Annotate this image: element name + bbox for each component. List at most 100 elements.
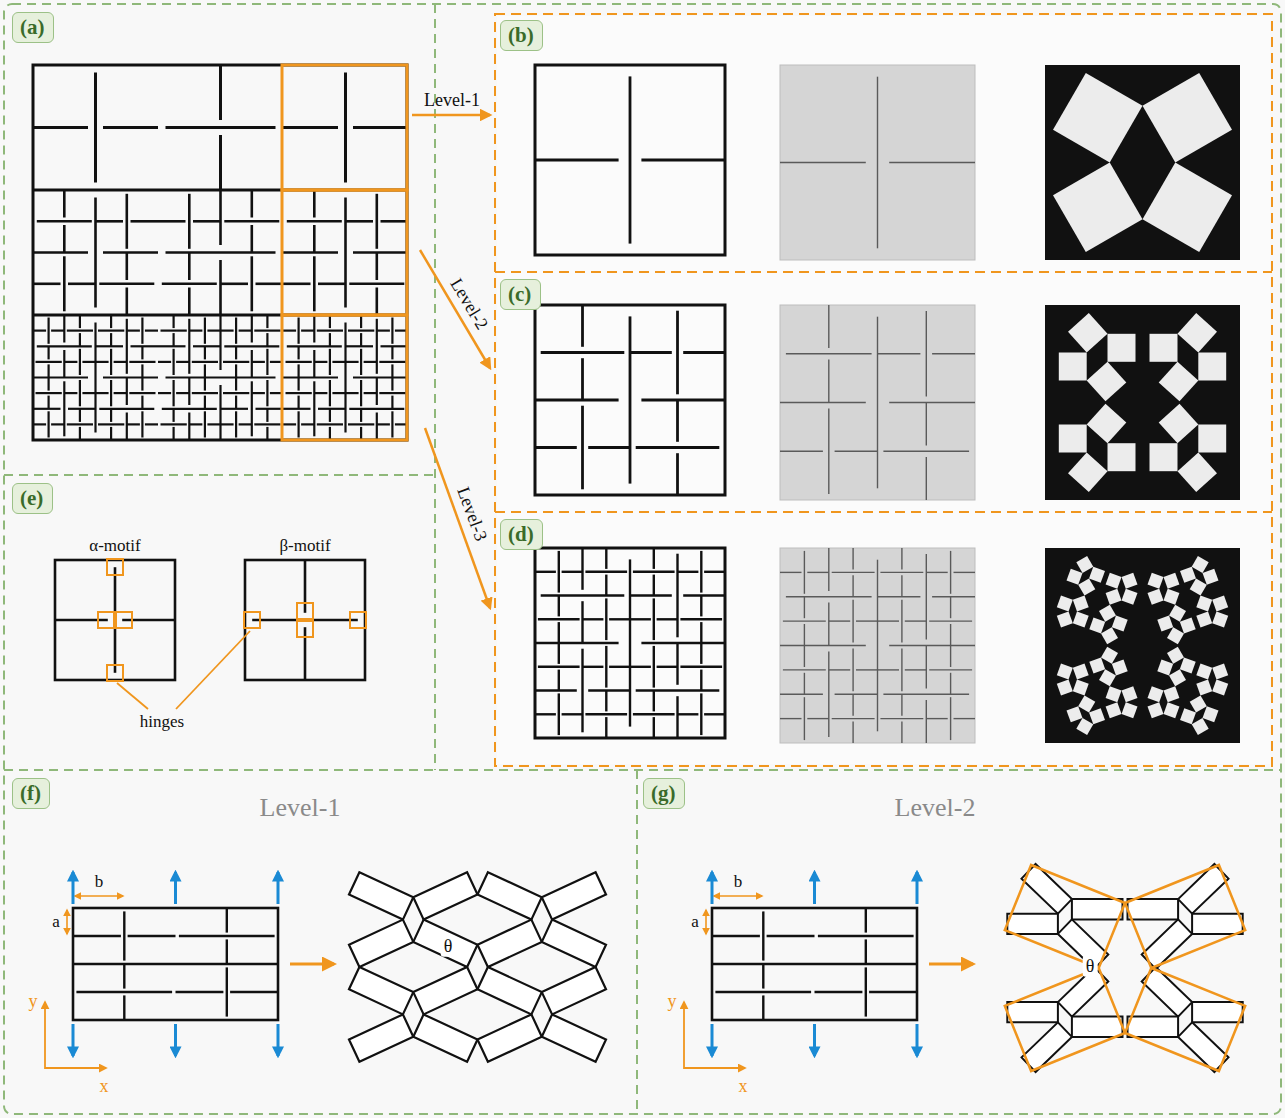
cut-line bbox=[954, 718, 976, 719]
paper-photo bbox=[780, 548, 975, 743]
cut-line bbox=[96, 220, 124, 223]
deployed-square bbox=[1180, 618, 1196, 634]
cut-line bbox=[283, 423, 296, 425]
cut-line bbox=[141, 396, 143, 409]
cut-line bbox=[79, 315, 81, 328]
cut-line bbox=[558, 622, 560, 643]
photo-ground bbox=[1045, 305, 1240, 500]
cut-line bbox=[901, 648, 902, 691]
deployed-square bbox=[1076, 718, 1093, 735]
cut-line bbox=[901, 694, 902, 715]
cut-line bbox=[562, 713, 583, 715]
cut-line bbox=[704, 713, 725, 715]
deployed-rectangle bbox=[349, 1014, 413, 1061]
panel-tag: (f) bbox=[12, 778, 50, 809]
cut-line bbox=[251, 225, 254, 253]
cut-line bbox=[676, 311, 679, 395]
cut-line bbox=[283, 376, 338, 378]
cut-line bbox=[700, 693, 702, 735]
cut-line bbox=[786, 596, 872, 597]
cut-line bbox=[926, 646, 927, 689]
deployed-square bbox=[1087, 404, 1127, 444]
cut-line bbox=[127, 423, 140, 425]
cut-line bbox=[166, 376, 276, 378]
deployed-square bbox=[1164, 573, 1180, 589]
cut-line bbox=[828, 360, 829, 403]
cut-line bbox=[883, 451, 969, 452]
deployed-square bbox=[1059, 353, 1087, 381]
deployed-square bbox=[1169, 605, 1186, 622]
cut-line bbox=[926, 311, 927, 397]
cut-line bbox=[780, 162, 866, 163]
cut-line bbox=[878, 669, 900, 670]
cut-line bbox=[700, 670, 702, 691]
deployed-square bbox=[1089, 567, 1105, 583]
cut-line bbox=[562, 571, 583, 573]
cut-line bbox=[535, 713, 556, 715]
deployed-square bbox=[1148, 589, 1164, 605]
panel-tag: (c) bbox=[500, 279, 541, 310]
cut-line bbox=[558, 551, 560, 593]
cut-line bbox=[158, 345, 186, 347]
cut-line bbox=[901, 548, 902, 570]
deployed-square bbox=[1190, 579, 1207, 596]
cut-line bbox=[219, 135, 222, 190]
cut-line bbox=[128, 935, 176, 937]
deployed-square bbox=[1073, 596, 1089, 612]
load-arrow bbox=[916, 872, 919, 904]
unit-outline bbox=[1125, 968, 1245, 1071]
deployed-square bbox=[1167, 647, 1184, 664]
cut-line bbox=[585, 571, 627, 573]
cut-line bbox=[535, 446, 577, 449]
cut-line bbox=[298, 411, 300, 437]
cut-line bbox=[541, 594, 625, 596]
deployed-square bbox=[1059, 425, 1087, 453]
deployed-square bbox=[1212, 612, 1228, 628]
dimension-arrow bbox=[705, 910, 707, 934]
cut-line bbox=[287, 220, 342, 223]
hinge-label: hinges bbox=[140, 712, 184, 732]
deployed-rectangle bbox=[478, 872, 542, 919]
cut-line bbox=[68, 408, 96, 410]
cut-line bbox=[193, 220, 221, 223]
cut-line bbox=[804, 673, 805, 695]
cut-line bbox=[286, 392, 312, 394]
cut-line bbox=[348, 330, 374, 332]
cut-line bbox=[79, 349, 81, 375]
pattern-border bbox=[73, 908, 278, 1020]
dimension-label: a bbox=[691, 912, 699, 932]
cut-line bbox=[585, 713, 627, 715]
cut-line bbox=[224, 220, 279, 223]
cut-line bbox=[889, 162, 975, 163]
cut-line bbox=[950, 673, 951, 695]
cut-line bbox=[630, 666, 651, 668]
deployed-square bbox=[1057, 596, 1073, 612]
cut-line bbox=[161, 330, 187, 332]
cut-line bbox=[189, 330, 202, 332]
axis-label: x bbox=[100, 1076, 109, 1097]
angle-label: θ bbox=[1083, 956, 1098, 977]
cut-line bbox=[878, 353, 921, 354]
cut-line bbox=[780, 402, 866, 403]
deployed-square bbox=[1122, 573, 1138, 589]
cut-line bbox=[103, 251, 158, 254]
deployed-square bbox=[1180, 708, 1196, 724]
deployed-square bbox=[1067, 569, 1083, 585]
cut-line bbox=[79, 427, 81, 440]
cut-line bbox=[33, 251, 88, 254]
cut-line bbox=[63, 256, 66, 311]
cut-line bbox=[235, 364, 237, 377]
cut-line bbox=[379, 392, 405, 394]
cut-line bbox=[158, 361, 171, 363]
cut-line bbox=[37, 345, 92, 347]
deployed-square bbox=[1053, 163, 1143, 253]
cut-line bbox=[605, 548, 607, 569]
cut-line bbox=[204, 411, 206, 437]
deployed-rectangle bbox=[1007, 914, 1058, 934]
cut-line bbox=[852, 722, 853, 744]
deployed-square bbox=[1067, 706, 1083, 722]
cut-line bbox=[950, 646, 951, 668]
cut-line bbox=[780, 645, 866, 646]
photo-ground bbox=[1045, 548, 1240, 743]
cut-line bbox=[950, 697, 951, 740]
